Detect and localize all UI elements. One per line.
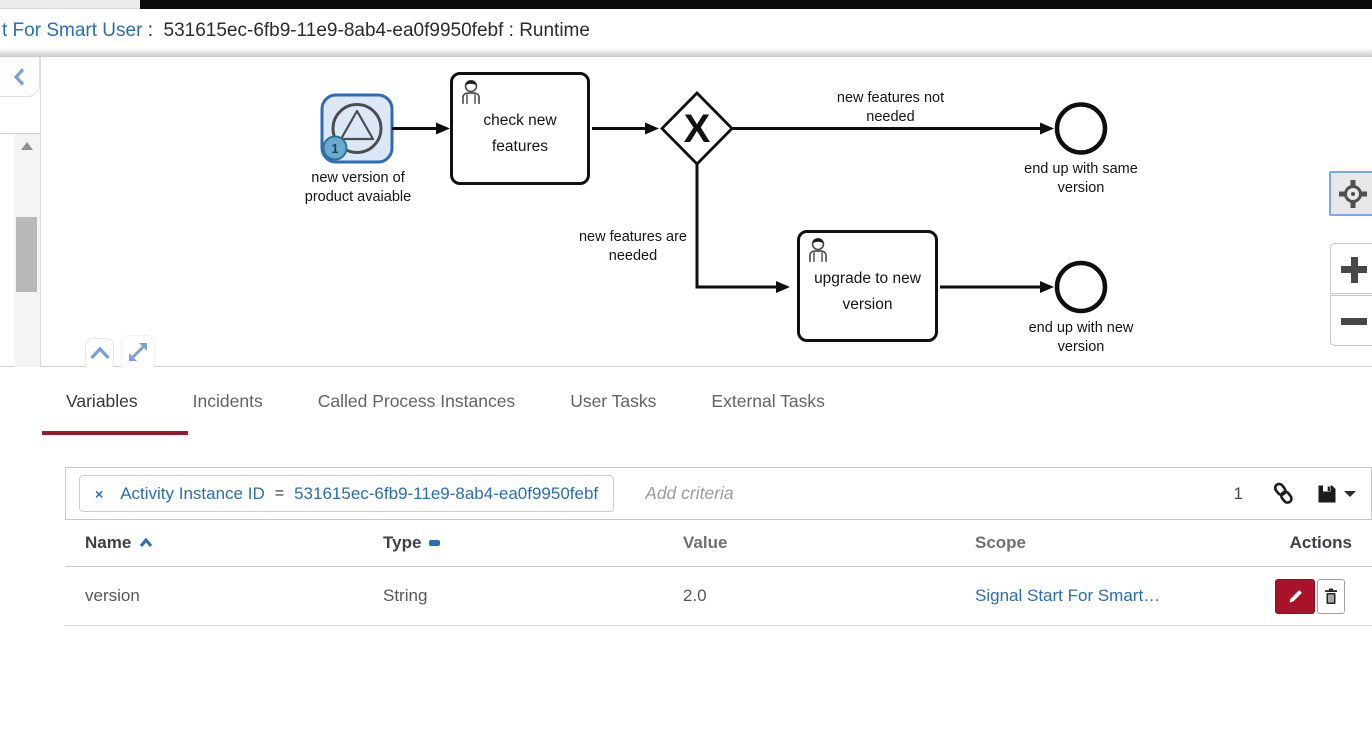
scrollbar-thumb[interactable] (16, 217, 37, 292)
column-header-value[interactable]: Value (683, 533, 728, 552)
user-task-icon (809, 237, 827, 262)
save-floppy-icon (1318, 485, 1336, 502)
bpmn-diagram-panel: 1 X check new features (0, 57, 1372, 367)
task-upgrade-to-new-version[interactable]: upgrade to new version (797, 230, 938, 342)
process-definition-link[interactable]: t For Smart User (2, 20, 143, 41)
task-label-line: check new (483, 112, 557, 129)
column-header-name[interactable]: Name (65, 533, 383, 553)
save-filter-button[interactable] (1317, 484, 1356, 504)
top-black-bar (0, 0, 1372, 9)
tab-variables[interactable]: Variables (66, 391, 138, 411)
criteria-operator: = (274, 484, 285, 502)
rail-divider (0, 133, 40, 134)
tab-user-tasks[interactable]: User Tasks (570, 391, 657, 411)
task-label-line: version (842, 296, 893, 313)
active-tab-underline (42, 431, 188, 435)
column-header-type[interactable]: Type (383, 533, 683, 553)
page-header: t For Smart User : 531615ec-6fb9-11e9-8a… (0, 9, 1372, 57)
tab-external-tasks[interactable]: External Tasks (711, 391, 825, 411)
panel-divider (40, 57, 41, 367)
page-count: 1 (1233, 483, 1243, 503)
maximize-diagram-button[interactable] (121, 335, 155, 367)
add-criteria-input[interactable] (645, 483, 896, 504)
sidebar-scrollbar[interactable] (14, 134, 40, 367)
criteria-name: Activity Instance ID (120, 483, 265, 503)
header-shadow (0, 48, 1372, 57)
edit-variable-button[interactable] (1275, 578, 1315, 614)
sort-ascending-icon (139, 538, 153, 548)
task-label-line: upgrade to new (814, 270, 921, 287)
center-diagram-button[interactable] (1329, 171, 1372, 216)
tab-called-process-instances[interactable]: Called Process Instances (317, 391, 516, 411)
copy-link-button[interactable] (1272, 481, 1295, 506)
zoom-out-button[interactable] (1330, 295, 1372, 346)
column-header-actions: Actions (1289, 533, 1352, 552)
instance-count-badge: 1 (322, 135, 348, 161)
breadcrumb-separator: : (147, 20, 153, 41)
gateway-x-symbol: X (684, 107, 711, 151)
table-header-row: Name Type Value Scope Actions (65, 520, 1372, 567)
view-label: Runtime (519, 20, 590, 41)
delete-variable-button[interactable] (1317, 578, 1345, 614)
minus-icon (1341, 318, 1367, 325)
zoom-in-button[interactable] (1330, 243, 1372, 294)
variables-table: Name Type Value Scope Actions version St… (65, 520, 1372, 626)
exclusive-gateway[interactable]: X (660, 91, 734, 166)
browser-tab-remnant (0, 0, 140, 9)
pencil-icon (1289, 589, 1302, 602)
start-event-signal[interactable] (331, 103, 383, 154)
filter-right-controls: 1 (1234, 481, 1356, 506)
badge-count: 1 (331, 141, 338, 156)
variable-filter-bar: × Activity Instance ID = 531615ec-6fb9-1… (65, 467, 1372, 520)
criteria-value: 531615ec-6fb9-11e9-8ab4-ea0f9950febf (294, 483, 599, 503)
variable-value-cell: 2.0 (683, 586, 707, 605)
breadcrumb-separator-2: : (508, 20, 514, 41)
task-label-line: features (491, 138, 548, 155)
link-chain-icon (1273, 482, 1293, 504)
save-dropdown-caret-icon (1344, 490, 1356, 497)
chevron-left-icon (13, 67, 24, 86)
table-row: version String 2.0 Signal Start For Smar… (65, 567, 1372, 626)
end-event-new-version[interactable] (1054, 260, 1108, 314)
signal-triangle-icon (339, 109, 375, 141)
user-task-icon (462, 79, 480, 104)
task-check-new-features[interactable]: check new features (450, 72, 590, 185)
sort-remove-icon (429, 540, 441, 546)
end-event-same-version[interactable] (1054, 102, 1108, 155)
collapse-diagram-button[interactable] (85, 338, 114, 367)
breadcrumb: t For Smart User : 531615ec-6fb9-11e9-8a… (0, 9, 1372, 42)
variable-type-cell: String (383, 586, 428, 605)
trash-icon (1325, 588, 1337, 604)
scroll-up-arrow-icon[interactable] (21, 142, 33, 150)
crosshair-icon (1339, 179, 1367, 208)
bpmn-connectors: 1 X (320, 91, 1108, 314)
expand-diagonal-icon (129, 342, 147, 361)
variable-name-cell: version (85, 586, 140, 605)
detail-tabs: Variables Incidents Called Process Insta… (0, 367, 1372, 412)
process-instance-id: 531615ec-6fb9-11e9-8ab4-ea0f9950febf (163, 20, 504, 41)
instance-details-panel: Variables Incidents Called Process Insta… (0, 367, 1372, 733)
chevron-up-icon (89, 346, 110, 360)
zoom-controls (1330, 243, 1372, 346)
row-actions (1275, 578, 1372, 614)
tab-incidents[interactable]: Incidents (192, 391, 263, 411)
remove-criteria-button[interactable]: × (95, 485, 104, 502)
column-header-scope[interactable]: Scope (975, 533, 1027, 552)
variable-scope-link[interactable]: Signal Start For Smart… (975, 586, 1161, 605)
collapse-sidebar-button[interactable] (0, 57, 40, 97)
filter-criteria-chip[interactable]: × Activity Instance ID = 531615ec-6fb9-1… (79, 475, 615, 512)
